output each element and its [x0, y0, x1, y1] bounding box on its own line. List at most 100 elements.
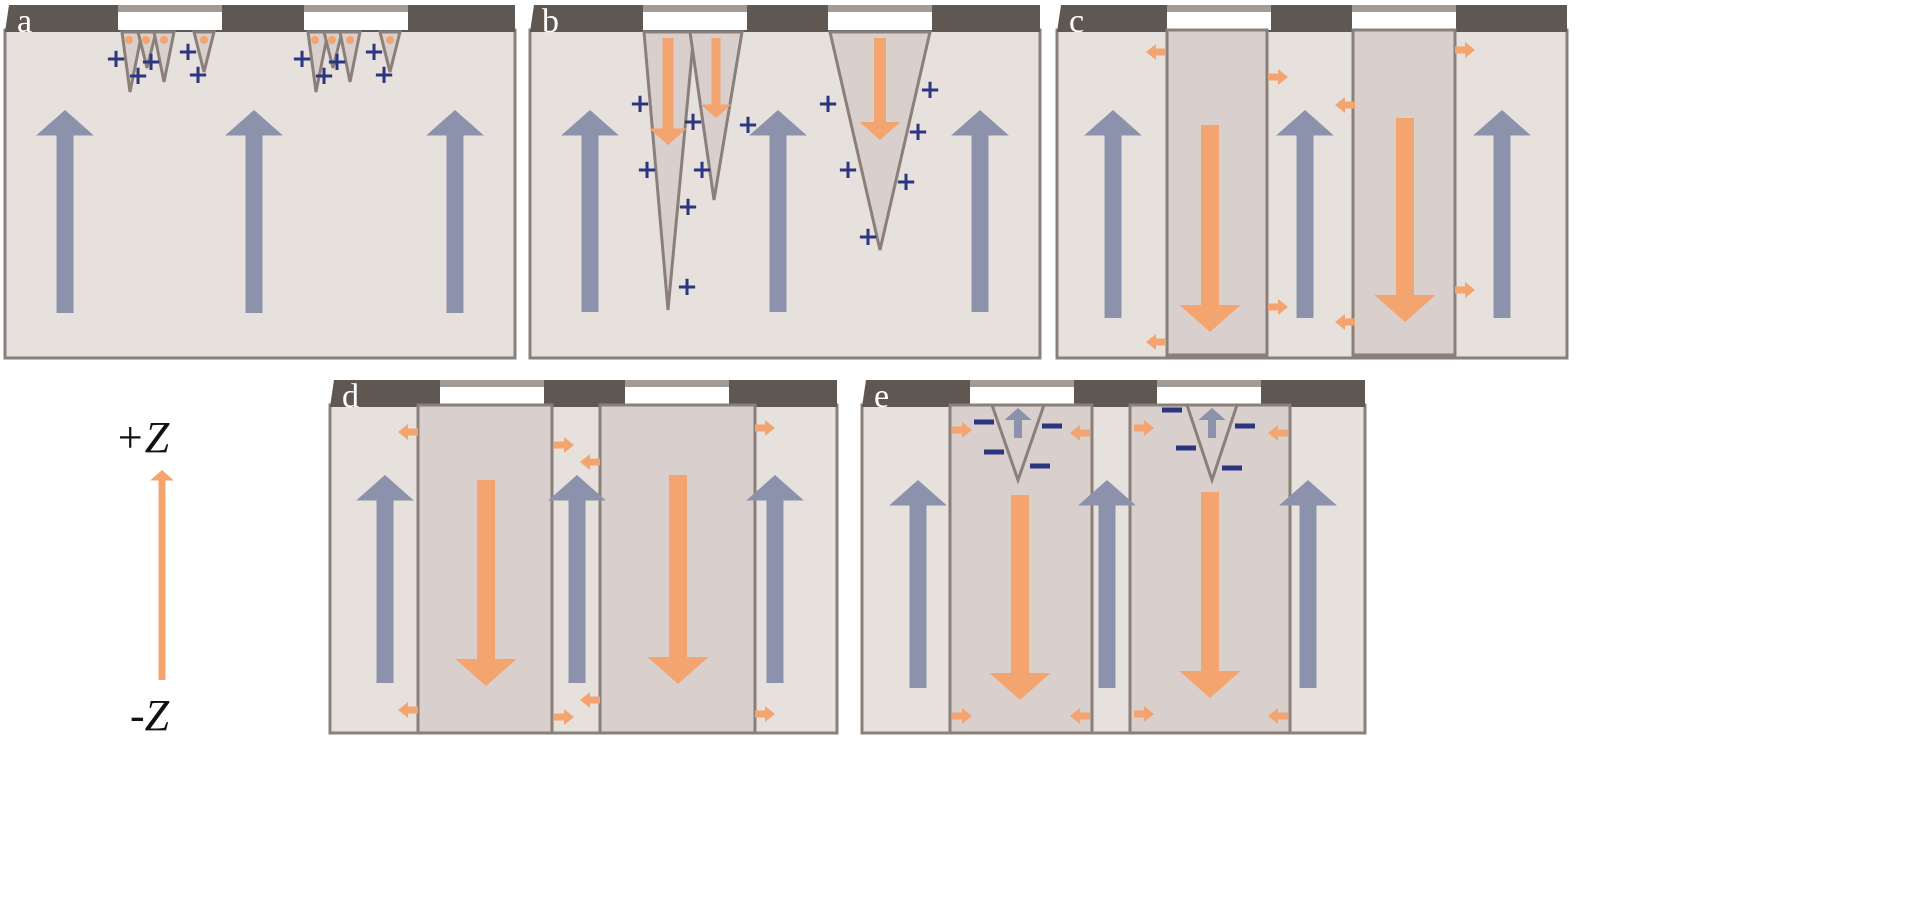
wall-motion-arrow-shaft: [1268, 73, 1278, 81]
needle-domain: [642, 30, 696, 311]
panel-b: b+++++++++++++: [528, 3, 1042, 360]
up-polarization-arrow-head: [749, 110, 807, 136]
wall-motion-arrow-shaft: [755, 710, 765, 718]
up-polarization-arrow-head: [561, 110, 619, 136]
wall-motion-arrow-shaft: [1278, 712, 1288, 720]
polarization-axis: +Z-Z: [115, 413, 174, 740]
up-polarization-arrow-shaft: [1493, 135, 1511, 318]
down-polarization-arrow-shaft: [1396, 118, 1414, 295]
negative-charge: [1030, 463, 1050, 469]
wall-motion-arrow-shaft: [952, 712, 962, 720]
electrode-edge: [643, 5, 747, 12]
panel-d: d: [328, 378, 839, 735]
down-polarization-arrow-head: [649, 128, 687, 145]
down-polarization-arrow-head: [1179, 305, 1241, 332]
up-polarization-arrow-head: [889, 480, 947, 506]
up-polarization-arrow-shaft: [1299, 505, 1317, 688]
positive-charge: +: [676, 272, 698, 302]
wall-motion-arrow-shaft: [1345, 318, 1355, 326]
nucleus-domain: [338, 30, 362, 83]
wall-motion-arrow-shaft: [1455, 286, 1465, 294]
wall-motion-arrow-shaft: [554, 441, 564, 449]
small-down-arrow: [142, 36, 150, 44]
up-polarization-arrow-head: [1084, 110, 1142, 136]
wall-motion-arrow-shaft: [1268, 303, 1278, 311]
wall-motion-arrow-head: [1465, 282, 1475, 298]
wall-motion-arrow-head: [398, 702, 408, 718]
positive-charge: +: [857, 222, 879, 252]
wall-motion-arrow-head: [1070, 708, 1080, 724]
positive-charge: +: [326, 47, 348, 77]
down-polarization-arrow-head: [859, 122, 901, 140]
small-up-arrow-head: [1198, 408, 1226, 420]
up-polarization-arrow-head: [1279, 480, 1337, 506]
electrode-edge: [304, 5, 408, 12]
small-down-arrow: [346, 36, 354, 44]
small-up-arrow-shaft: [1014, 420, 1022, 438]
nucleus-domain: [378, 30, 402, 73]
negative-charge: [974, 419, 994, 425]
positive-charge: +: [682, 107, 704, 137]
nucleus-domain: [192, 30, 216, 73]
down-polarization-arrow-head: [989, 673, 1051, 700]
down-polarization-arrow-shaft: [477, 480, 495, 659]
wall-motion-arrow-shaft: [1080, 712, 1090, 720]
back-switched-nucleus: [989, 403, 1047, 485]
nucleus-domain: [306, 30, 330, 93]
panel-label: b: [542, 3, 559, 40]
wall-motion-arrow-head: [1278, 299, 1288, 315]
small-down-arrow: [328, 36, 336, 44]
wall-motion-arrow-head: [580, 454, 590, 470]
up-polarization-arrow-shaft: [766, 500, 784, 683]
electrode-edge: [970, 380, 1074, 387]
wall-motion-arrow-shaft: [1156, 48, 1166, 56]
negative-charge: [984, 449, 1004, 455]
electrode-edge: [1157, 380, 1261, 387]
positive-charge: +: [291, 44, 313, 74]
down-polarization-arrow-shaft: [669, 475, 687, 657]
down-polarization-arrow-head: [700, 104, 732, 118]
down-polarization-arrow-head: [1179, 671, 1241, 698]
down-polarization-arrow-head: [1374, 295, 1436, 322]
down-polarization-arrow-shaft: [1011, 495, 1029, 673]
panel-c: c: [1055, 3, 1569, 360]
wall-motion-arrow-head: [580, 692, 590, 708]
wall-motion-arrow-head: [564, 709, 574, 725]
wall-motion-arrow-head: [1268, 425, 1278, 441]
up-polarization-arrow-head: [548, 475, 606, 501]
wall-motion-arrow-head: [1335, 97, 1345, 113]
negative-charge: [1042, 423, 1062, 429]
top-bar: [330, 380, 837, 407]
up-polarization-arrow-shaft: [568, 500, 586, 683]
electrode-edge: [440, 380, 544, 387]
positive-charge: +: [177, 37, 199, 67]
positive-charge: +: [817, 89, 839, 119]
axis-top-label: +Z: [115, 413, 170, 462]
small-up-arrow-shaft: [1208, 420, 1216, 438]
up-polarization-arrow-shaft: [971, 135, 989, 312]
up-polarization-arrow-shaft: [1104, 135, 1122, 318]
negative-charge: [1222, 465, 1242, 471]
nucleus-domain: [152, 30, 176, 83]
small-down-arrow: [160, 36, 168, 44]
positive-charge: +: [373, 60, 395, 90]
positive-charge: +: [919, 75, 941, 105]
down-polarization-arrow-head: [647, 657, 709, 684]
up-polarization-arrow-shaft: [581, 135, 599, 312]
down-polarization-arrow-shaft: [1201, 492, 1219, 671]
up-polarization-arrow-head: [1078, 480, 1136, 506]
wall-motion-arrow-shaft: [590, 458, 600, 466]
top-bar: [5, 5, 515, 32]
wall-motion-arrow-shaft: [408, 706, 418, 714]
up-polarization-arrow-head: [951, 110, 1009, 136]
small-down-arrow: [386, 36, 394, 44]
positive-charge: +: [127, 61, 149, 91]
up-polarization-arrow-shaft: [376, 500, 394, 683]
positive-charge: +: [677, 192, 699, 222]
up-polarization-arrow-head: [356, 475, 414, 501]
positive-charge: +: [629, 89, 651, 119]
axis-arrow-head: [150, 470, 174, 481]
negative-charge: [1235, 423, 1255, 429]
wall-motion-arrow-head: [1335, 314, 1345, 330]
